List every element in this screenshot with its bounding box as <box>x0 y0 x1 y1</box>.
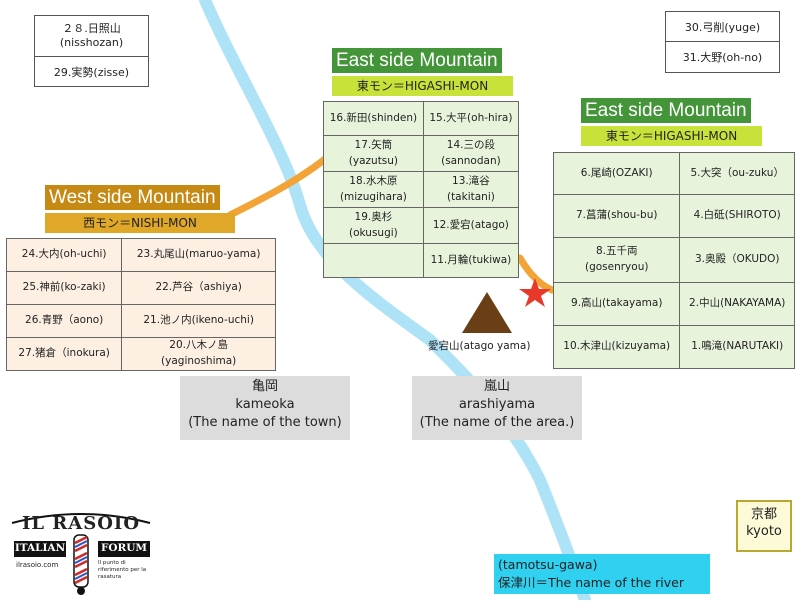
peak-yaginoshima: 20.八木ノ島 (yaginoshima) <box>121 337 276 371</box>
peak-shiroto: 4.白砥(SHIROTO) <box>679 194 795 238</box>
peak-okusugi: 19.奥杉 (okusugi) <box>323 207 424 244</box>
box-cell-yuge: 30.弓削(yuge) <box>666 12 779 42</box>
peak-yazutsu: 17.矢筒 (yazutsu) <box>323 135 424 172</box>
east-right-title: East side Mountain <box>581 98 751 123</box>
peak-tukiwa: 11.月輪(tukiwa) <box>422 243 520 278</box>
river-desc: 保津川＝The name of the river <box>498 575 684 590</box>
kameoka-romaji: kameoka <box>235 397 295 412</box>
logo-site: ilrasoio.com <box>16 561 59 569</box>
peak-sannodan: 14.三の段 (sannodan) <box>422 135 520 172</box>
peak-takitani: 13.滝谷 (takitani) <box>422 171 520 208</box>
logo-graphic <box>11 513 151 595</box>
trail-east <box>516 254 556 294</box>
logo-italian: ITALIAN <box>14 542 66 554</box>
peak-oh-uchi: 24.大内(oh-uchi) <box>5 238 123 272</box>
logo-forum: FORUM <box>100 542 148 554</box>
star-icon <box>519 278 551 307</box>
box-cell-oh-no: 31.大野(oh-no) <box>682 51 763 64</box>
kyoto-label: 京都 kyoto <box>736 500 792 552</box>
peak-takayama: 9.高山(takayama) <box>552 282 681 326</box>
kameoka-label: 亀岡 kameoka (The name of the town) <box>180 376 350 440</box>
east-center-title: East side Mountain <box>332 48 502 73</box>
east-right-table: 6.尾崎(OZAKI) 5.大突（ou-zuku） 7.菖蒲(shou-bu) … <box>552 152 795 369</box>
east-center-subtitle: 東モン＝HIGASHI-MON <box>332 76 513 96</box>
kameoka-desc: (The name of the town) <box>188 415 342 430</box>
peak-ko-zaki: 25.神前(ko-zaki) <box>5 271 123 305</box>
peak-shou-bu: 7.菖蒲(shou-bu) <box>552 194 681 238</box>
il-rasoio-logo: IL RASOIO ITALIAN FORUM ilrasoio.com Il … <box>6 505 156 597</box>
peak-atago: 12.愛宕(atago) <box>422 207 520 244</box>
peak-okudo: 3.奥殿（OKUDO) <box>679 237 795 283</box>
west-title: West side Mountain <box>45 185 220 210</box>
peak-narutaki: 1.鳴滝(NARUTAKI) <box>679 325 795 369</box>
atago-yama-label: 愛宕山(atago yama) <box>428 340 531 352</box>
logo-tagline: Il punto di riferimento per la rasatura <box>98 560 147 580</box>
arashiyama-label: 嵐山 arashiyama (The name of the area.) <box>412 376 582 440</box>
mountain-icon <box>462 292 512 333</box>
east-right-subtitle: 東モン＝HIGASHI-MON <box>581 126 762 146</box>
peak-ashiya: 22.芦谷（ashiya) <box>121 271 276 305</box>
river-label: (tamotsu-gawa) 保津川＝The name of the river <box>494 554 710 594</box>
arashiyama-romaji: arashiyama <box>458 397 536 412</box>
peak-shinden: 16.新田(shinden) <box>323 101 424 136</box>
river <box>199 0 591 600</box>
west-subtitle: 西モン＝NISHI-MON <box>45 213 235 233</box>
top-left-box: ２８.日照山 (nisshozan) 29.実勢(zisse) <box>34 15 149 87</box>
kyoto-romaji: kyoto <box>746 524 782 539</box>
river-romaji: (tamotsu-gawa) <box>498 557 598 572</box>
east-center-table: 16.新田(shinden) 15.大平(oh-hira) 17.矢筒 (yaz… <box>323 101 520 278</box>
logo-title: IL RASOIO <box>21 513 141 534</box>
peak-ozaki: 6.尾崎(OZAKI) <box>552 152 681 195</box>
kameoka-kanji: 亀岡 <box>251 379 278 394</box>
top-right-box: 30.弓削(yuge) 31.大野(oh-no) <box>665 11 780 73</box>
peak-nakayama: 2.中山(NAKAYAMA) <box>679 282 795 326</box>
box-cell-zisse: 29.実勢(zisse) <box>53 65 130 79</box>
kyoto-kanji: 京都 <box>750 507 777 522</box>
peak-ikeno-uchi: 21.池ノ内(ikeno-uchi) <box>121 304 276 338</box>
peak-kizuyama: 10.木津山(kizuyama) <box>552 325 681 369</box>
peak-empty <box>323 243 424 278</box>
peak-ou-zuku: 5.大突（ou-zuku） <box>679 152 795 195</box>
arashiyama-desc: (The name of the area.) <box>419 415 575 430</box>
trail-west <box>226 151 334 219</box>
west-table: 24.大内(oh-uchi) 23.丸尾山(maruo-yama) 25.神前(… <box>5 238 276 371</box>
box-cell-nisshozan: ２８.日照山 (nisshozan) <box>35 16 148 57</box>
peak-mizugihara: 18.水木原 (mizugihara) <box>323 171 424 208</box>
peak-gosenryou: 8.五千両 (gosenryou) <box>552 237 681 283</box>
peak-aono: 26.青野（aono) <box>5 304 123 338</box>
peak-inokura: 27.猪倉（inokura) <box>5 337 123 371</box>
peak-maruo-yama: 23.丸尾山(maruo-yama) <box>121 238 276 272</box>
peak-oh-hira: 15.大平(oh-hira) <box>422 101 520 136</box>
arashiyama-kanji: 嵐山 <box>483 379 510 394</box>
